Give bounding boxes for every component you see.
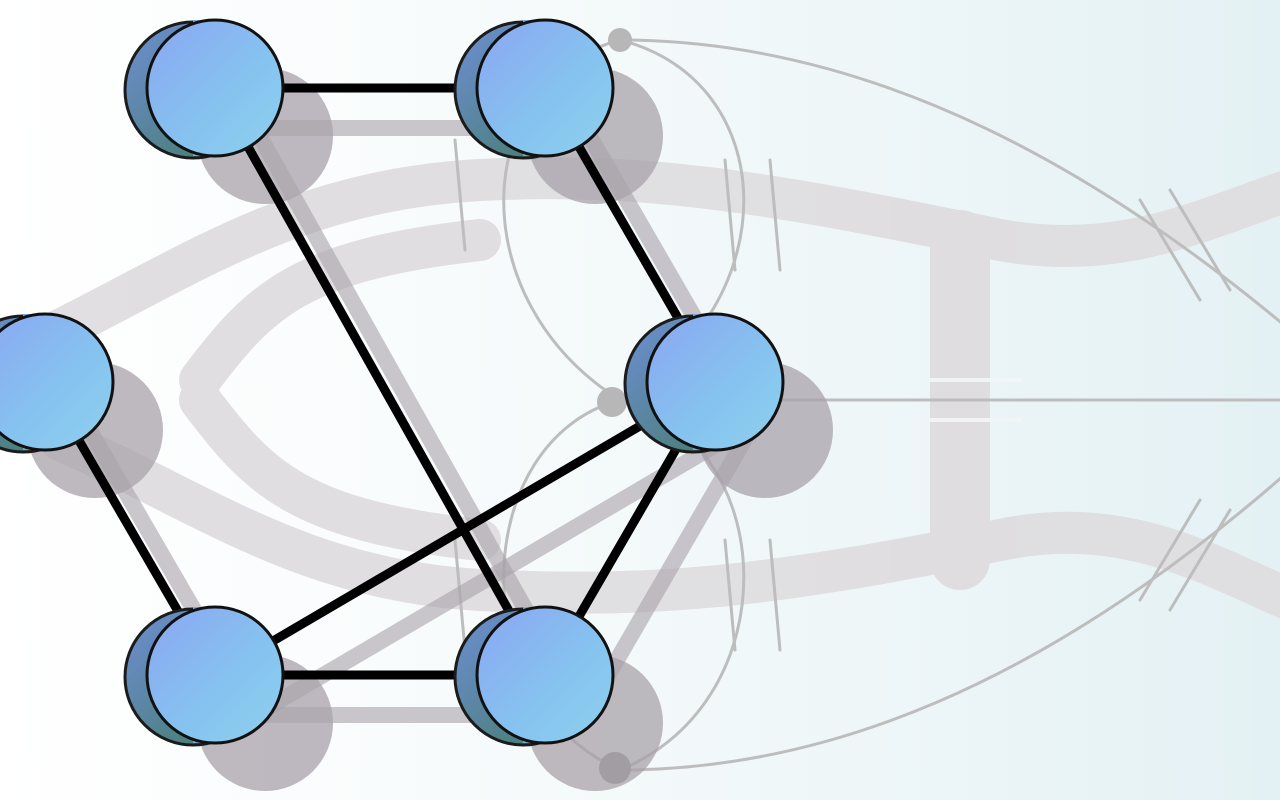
node-n3 [0,312,115,454]
node-face [645,312,785,452]
edge-shadow [250,415,760,722]
node-n2 [453,18,615,160]
node-face [475,18,615,158]
node-n5 [123,605,285,747]
node-n6 [453,605,615,747]
node-face [0,312,115,452]
node-n1 [123,18,285,160]
node-face [145,605,285,745]
edge-n1-n6 [210,83,550,680]
node-face [145,18,285,158]
background-circuit [39,28,1280,784]
node-face [475,605,615,745]
graph-nodes [0,18,785,747]
edge-n5-n4 [210,377,720,680]
node-n4 [623,312,785,454]
